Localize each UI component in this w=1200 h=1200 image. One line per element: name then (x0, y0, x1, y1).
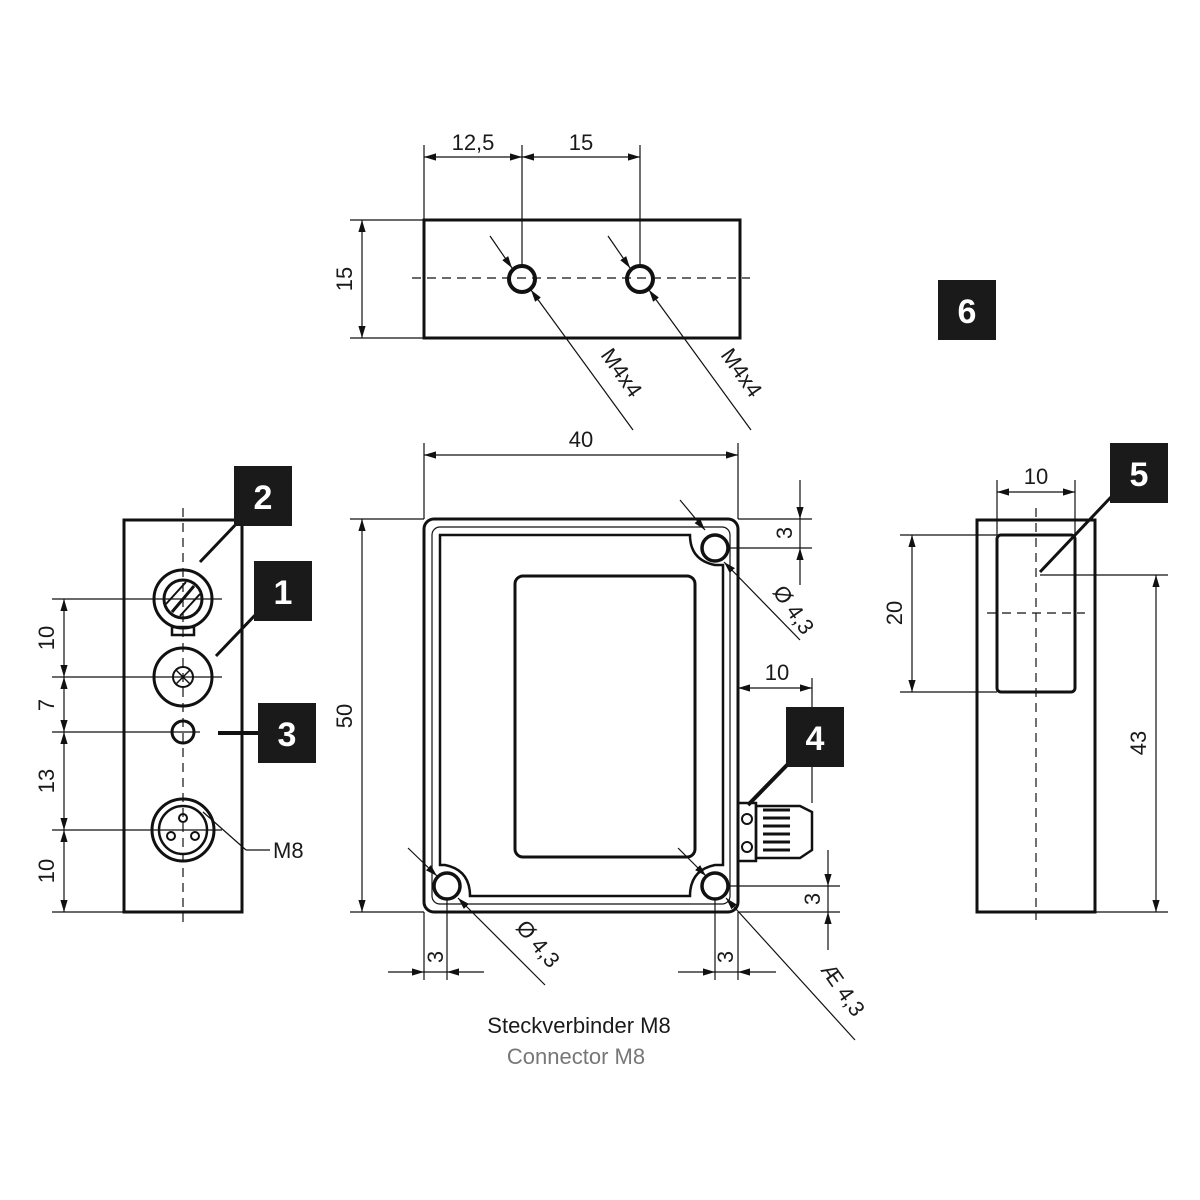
dim-20: 20 (882, 601, 907, 625)
svg-text:5: 5 (1130, 456, 1149, 494)
dim-3-top-right: 3 (772, 527, 797, 539)
dim-10-connector: 10 (765, 660, 789, 685)
thread-label-1: M4x4 (596, 344, 647, 402)
badge-6: 6 (938, 280, 996, 340)
front-window (513, 574, 697, 859)
thread-hole-1 (507, 264, 537, 294)
left-side-view: 10 7 13 10 M8 (34, 508, 304, 925)
badge-5: 5 (1038, 443, 1168, 574)
dim-40: 40 (569, 427, 593, 452)
right-side-view: 10 20 43 (882, 464, 1168, 920)
svg-text:4: 4 (806, 720, 825, 758)
top-view-body (422, 218, 742, 340)
side-body (122, 518, 244, 914)
dim-50: 50 (332, 704, 357, 728)
dim-10-lower: 10 (34, 859, 59, 883)
caption-english: Connector M8 (507, 1044, 645, 1069)
caption-german: Steckverbinder M8 (487, 1013, 670, 1038)
dim-10-upper: 10 (34, 626, 59, 650)
right-body (975, 518, 1097, 914)
hole-label-bottom-left: Ø 4,3 (511, 915, 565, 972)
dim-13: 13 (34, 769, 59, 793)
dim-3-bottom-right: 3 (800, 893, 825, 905)
svg-text:2: 2 (254, 479, 273, 517)
mount-hole-bottom-left (432, 871, 462, 901)
front-inner-outline (431, 526, 731, 905)
svg-text:3: 3 (278, 716, 297, 754)
dim-15-height: 15 (332, 267, 357, 291)
dim-43: 43 (1126, 731, 1151, 755)
front-housing (422, 517, 740, 914)
dim-15-width: 15 (569, 130, 593, 155)
mount-hole-top-right (700, 533, 730, 563)
top-view: 12,5 15 15 M4x4 M4x4 (332, 130, 767, 431)
front-flange (438, 533, 725, 898)
dim-12-5: 12,5 (452, 130, 495, 155)
thread-hole-2 (625, 264, 655, 294)
badge-1: 1 (214, 561, 312, 658)
hole-label-top-right: Ø 4,3 (768, 581, 819, 639)
badge-3: 3 (218, 703, 316, 763)
badge-2: 2 (198, 466, 292, 564)
m8-connector-side (736, 801, 814, 863)
dim-7: 7 (34, 699, 59, 711)
badge-4: 4 (746, 707, 844, 807)
dim-10-lens: 10 (1024, 464, 1048, 489)
hole-label-bottom-right: Æ 4,3 (816, 959, 870, 1021)
svg-text:1: 1 (274, 574, 293, 612)
dim-3-bottom-left: 3 (423, 951, 448, 963)
dim-3-bottom-middle: 3 (713, 951, 738, 963)
mount-hole-bottom-right (700, 871, 730, 901)
label-m8: M8 (273, 838, 304, 863)
svg-text:6: 6 (958, 293, 977, 331)
